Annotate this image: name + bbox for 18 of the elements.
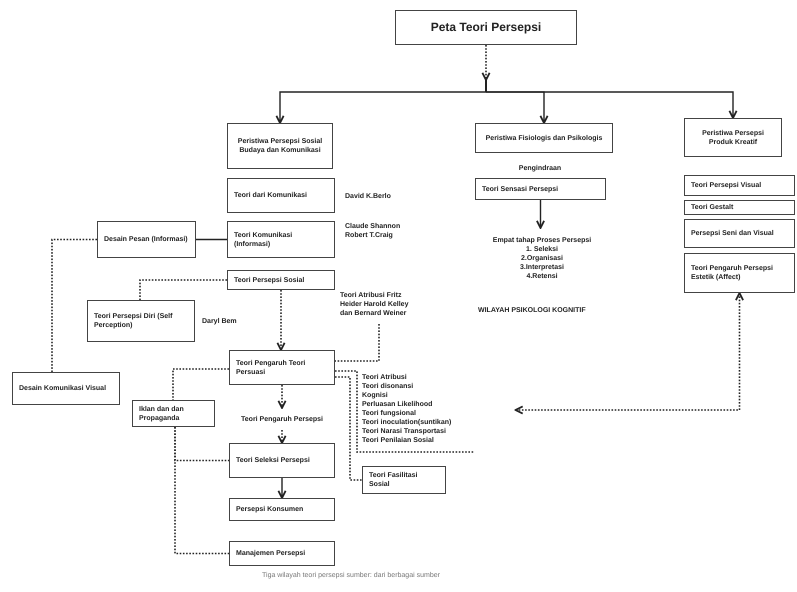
connector-line	[51, 238, 97, 372]
connector-line	[174, 427, 229, 554]
title-box: Peta Teori Persepsi	[395, 10, 577, 45]
connector-line	[335, 376, 362, 481]
arrow	[486, 91, 738, 119]
arrow	[482, 45, 490, 92]
arrow	[276, 290, 286, 351]
arrow	[536, 200, 545, 229]
arrow	[278, 385, 286, 409]
connector-line	[196, 238, 227, 240]
arrow	[276, 91, 486, 124]
arrow	[514, 292, 744, 414]
connector-line	[335, 370, 474, 453]
arrow	[278, 478, 286, 499]
connector-line	[172, 368, 229, 400]
arrow	[278, 430, 286, 444]
connector-line	[139, 279, 227, 300]
connector-line	[335, 324, 380, 362]
